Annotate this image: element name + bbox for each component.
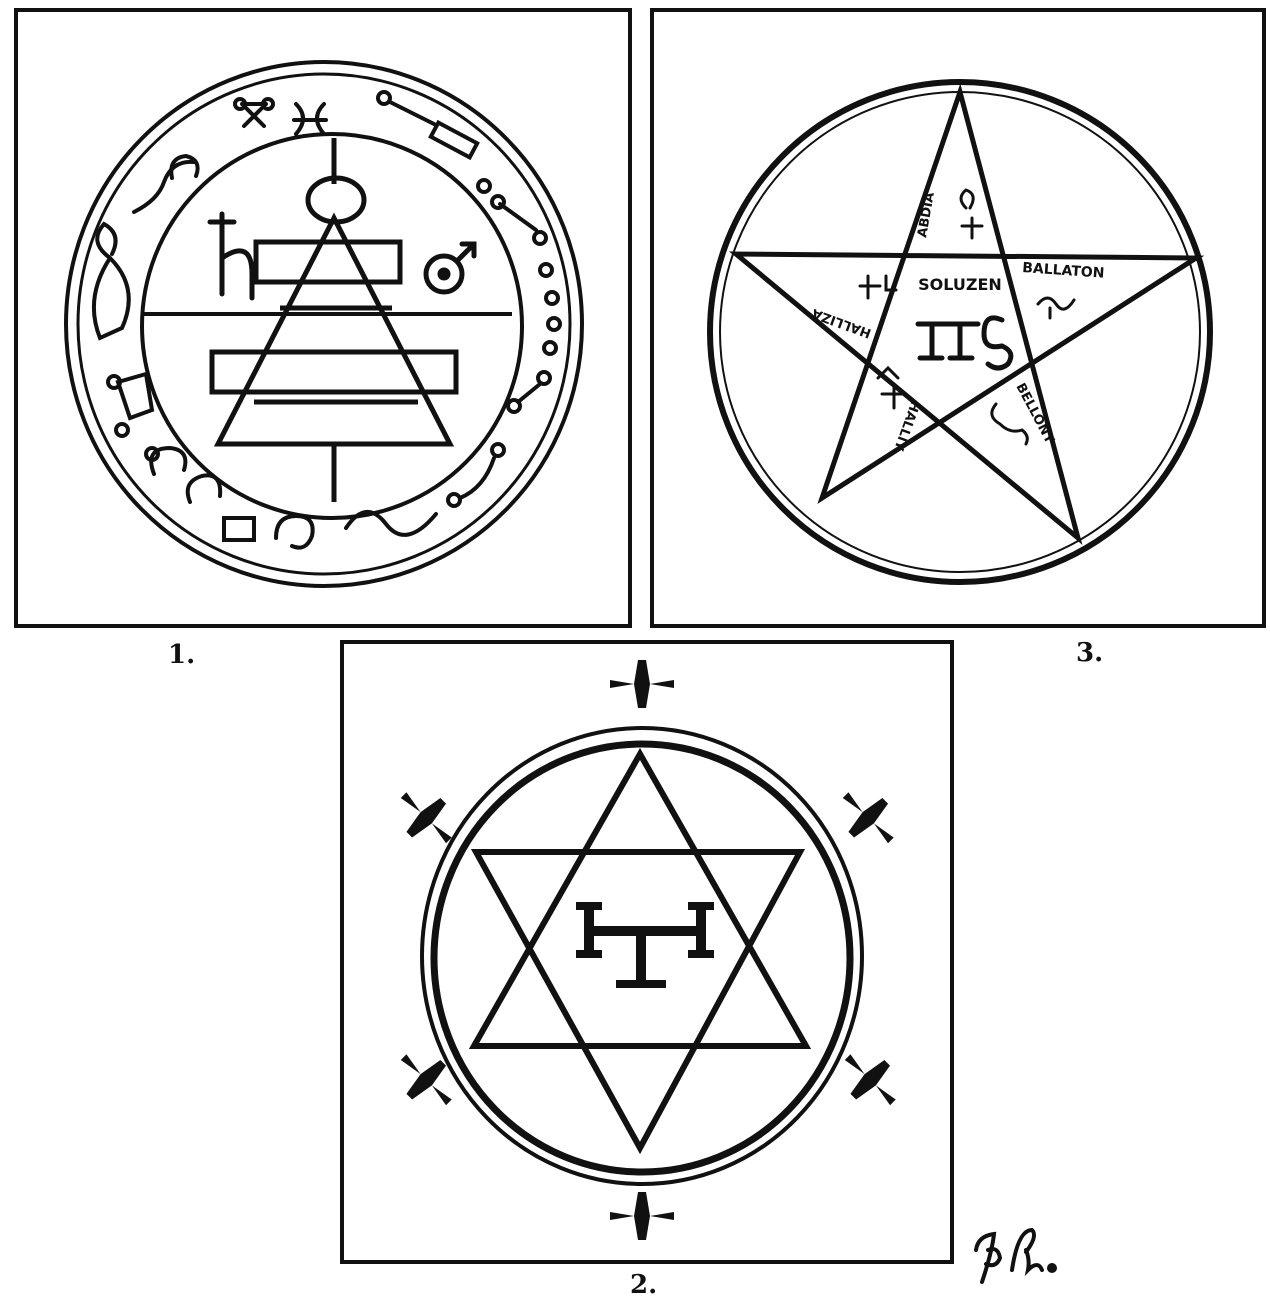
pentagram-center-label: SOLUZEN xyxy=(918,275,1002,294)
figure-3-drawing: SOLUZEN ABDIA BALLATON BELLONY HALLIY HA… xyxy=(650,8,1266,628)
cross-upper-right xyxy=(829,778,908,857)
pentagram-right-label: BALLATON xyxy=(1022,260,1105,282)
figure-1-panel xyxy=(14,8,632,628)
figure-1-outer-ring-inner xyxy=(78,74,570,574)
cross-bottom xyxy=(610,1192,674,1240)
figure-1-caption: 1. xyxy=(168,642,195,668)
pentagram-lower-right-label: BELLONY xyxy=(1012,381,1057,447)
figure-1-planet-glyphs xyxy=(210,214,474,298)
figure-3-caption: 3. xyxy=(1076,640,1103,666)
figure-2-caption: 2. xyxy=(630,1272,657,1298)
signature-monogram-icon xyxy=(968,1220,1064,1290)
figure-1-pyramid xyxy=(212,138,456,502)
pentagram-left-label: HALLIZA xyxy=(810,305,873,340)
figure-1-drawing xyxy=(14,8,632,628)
cross-upper-left xyxy=(387,778,466,857)
figure-3-panel: SOLUZEN ABDIA BALLATON BELLONY HALLIY HA… xyxy=(650,8,1266,628)
figure-2-panel xyxy=(340,640,954,1264)
figure-2-drawing xyxy=(340,640,954,1264)
figure-2-center-monogram xyxy=(576,902,714,988)
cross-top xyxy=(610,660,674,708)
figure-1-ring-glyphs xyxy=(94,92,560,548)
pentagram-top-label: ABDIA xyxy=(915,191,938,239)
figure-3-center-glyph xyxy=(918,318,1011,368)
